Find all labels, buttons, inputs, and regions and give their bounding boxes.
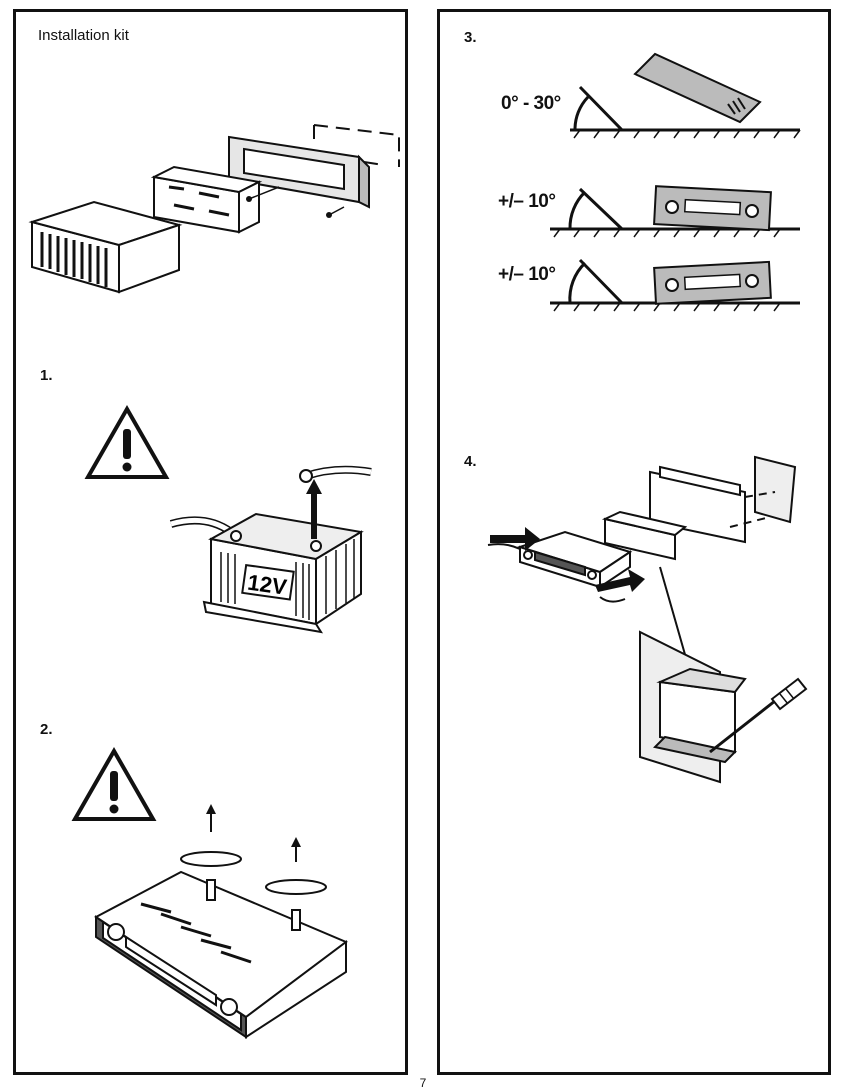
right-panel: 3. 0° - 30° +/– 10° +/– 10° <box>437 9 831 1075</box>
warning-icon <box>71 746 157 821</box>
angle-label-3: +/– 10° <box>498 264 556 285</box>
mounting-angle-diagram <box>570 52 801 139</box>
page-number: 7 <box>419 1076 427 1090</box>
mounting-angle-diagram <box>550 258 800 312</box>
step-4-label: 4. <box>464 453 477 470</box>
step-1-label: 1. <box>40 367 53 384</box>
battery-voltage-label: 12V <box>246 570 289 600</box>
step-3-label: 3. <box>464 29 477 46</box>
screwdriver-icon <box>709 677 808 754</box>
installation-kit-heading: Installation kit <box>38 27 129 44</box>
angle-label-1: 0° - 30° <box>501 93 561 114</box>
battery-icon: 12V <box>169 465 372 634</box>
mounting-frame-icon <box>487 455 808 784</box>
mounting-angle-diagram <box>550 185 800 238</box>
step-2-label: 2. <box>40 721 53 738</box>
warning-icon <box>84 404 170 479</box>
installation-kit-illustration <box>28 124 400 294</box>
radio-unit-icon <box>94 804 348 1039</box>
angle-label-2: +/– 10° <box>498 191 556 212</box>
left-panel: Installation kit <box>13 9 408 1075</box>
